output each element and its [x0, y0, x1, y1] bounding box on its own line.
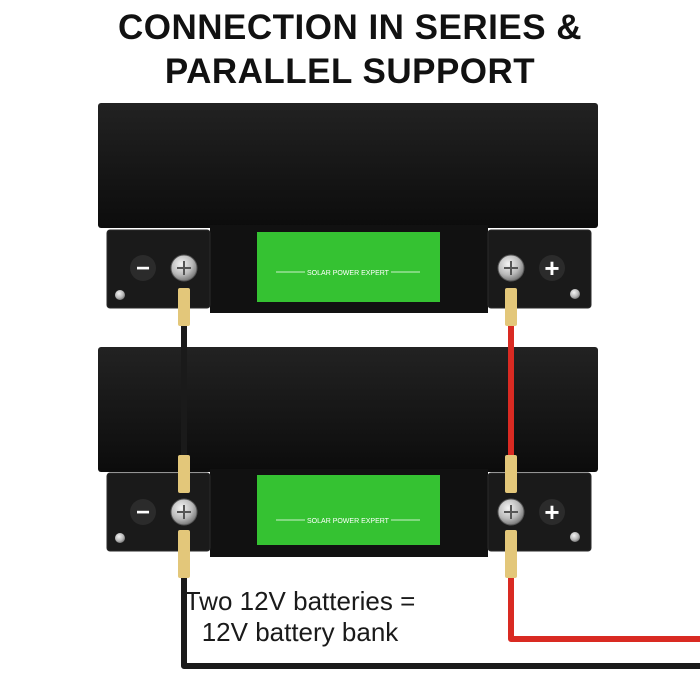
wire-ferrules: [178, 288, 517, 578]
corner-screw-icon: [115, 533, 125, 543]
battery-label: [257, 232, 440, 302]
battery-top: SOLAR POWER EXPERT − +: [98, 103, 598, 313]
battery-label: [257, 475, 440, 545]
terminal-bolt-icon: [497, 498, 525, 526]
headline: CONNECTION IN SERIES & PARALLEL SUPPORT: [0, 6, 700, 94]
headline-line-2: PARALLEL SUPPORT: [164, 52, 536, 91]
positive-symbol: +: [544, 253, 559, 283]
battery-label-text: SOLAR POWER EXPERT: [307, 270, 390, 277]
battery-body: [98, 103, 598, 228]
caption-line-2: 12V battery bank: [201, 617, 399, 647]
negative-symbol-badge: [130, 255, 156, 281]
caption-line-1: Two 12V batteries =: [184, 586, 416, 616]
negative-symbol: −: [136, 255, 150, 282]
battery-label-text: SOLAR POWER EXPERT: [307, 518, 390, 525]
corner-screw-icon: [570, 289, 580, 299]
headline-line-1: CONNECTION IN SERIES &: [117, 8, 583, 47]
negative-symbol: −: [136, 499, 150, 526]
terminal-bolt-icon: [170, 254, 198, 282]
corner-screw-icon: [570, 532, 580, 542]
terminal-bolt-icon: [497, 254, 525, 282]
caption: Two 12V batteries = 12V battery bank: [170, 586, 430, 648]
positive-symbol-badge: [539, 499, 565, 525]
terminal-bolt-icon: [170, 498, 198, 526]
battery-body: [98, 347, 598, 472]
corner-screw-icon: [115, 290, 125, 300]
negative-symbol-badge: [130, 499, 156, 525]
positive-symbol: +: [544, 497, 559, 527]
battery-bottom: SOLAR POWER EXPERT − +: [98, 347, 598, 557]
positive-symbol-badge: [539, 255, 565, 281]
